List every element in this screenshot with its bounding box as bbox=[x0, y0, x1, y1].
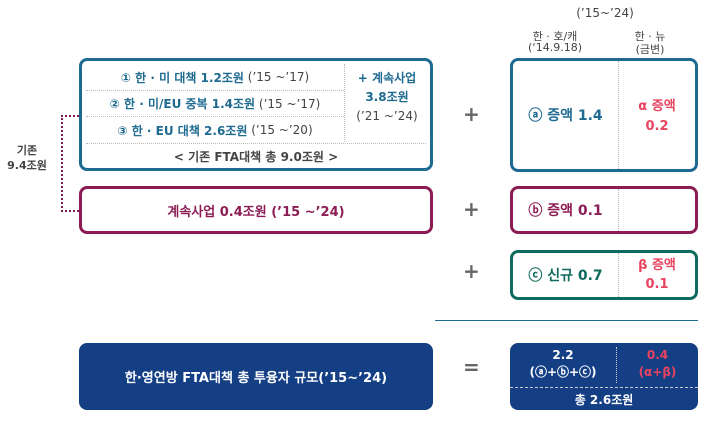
measure-item: ① 한 · 미 대책 1.2조원 (’15 ~’17) bbox=[86, 64, 344, 91]
sum-line bbox=[435, 320, 698, 321]
increase-a: ⓐ 증액 1.4 bbox=[513, 61, 619, 169]
box-b: ⓑ 증액 0.1 bbox=[510, 186, 698, 234]
existing-total-value: 9.4조원 bbox=[7, 159, 47, 172]
measure-item: ③ 한 · EU 대책 2.6조원 (’15 ~’20) bbox=[117, 123, 313, 138]
plus-sign: + bbox=[463, 102, 480, 126]
existing-measures-box: ① 한 · 미 대책 1.2조원 (’15 ~’17) ② 한 · 미/EU 중… bbox=[79, 58, 433, 171]
increase-b: ⓑ 증액 0.1 bbox=[513, 189, 619, 231]
col2-sub: (금변) bbox=[635, 43, 665, 56]
measure-item: ② 한 · 미/EU 중복 1.4조원 (’15 ~’17) bbox=[86, 91, 344, 117]
equals-sign: = bbox=[463, 355, 480, 379]
total-alpha-beta: 0.4(α+β) bbox=[638, 348, 677, 379]
existing-total-label: 기존 bbox=[16, 144, 38, 157]
total-abc: 2.2(ⓐ+ⓑ+ⓒ) bbox=[510, 347, 617, 383]
total-investment-box: 한·영연방 FTA대책 총 투융자 규모(’15~’24) bbox=[79, 343, 433, 410]
continuing-box: 계속사업 0.4조원 (’15 ~’24) bbox=[79, 186, 433, 234]
existing-total: < 기존 FTA대책 총 9.0조원 > bbox=[86, 143, 426, 168]
bracket-connector bbox=[61, 115, 79, 212]
plus-sign: + bbox=[463, 197, 480, 221]
total-box: 2.2(ⓐ+ⓑ+ⓒ) 0.4(α+β) 총 2.6조원 bbox=[510, 343, 698, 410]
plus-sign: + bbox=[463, 259, 480, 283]
new-c: ⓒ 신규 0.7 bbox=[513, 253, 619, 297]
col1-header: 한 · 호/캐 bbox=[532, 30, 578, 43]
total-sum: 총 2.6조원 bbox=[510, 387, 698, 410]
col1-sub: (‘14.9.18) bbox=[527, 41, 583, 54]
continuing-projects: + 계속사업 3.8조원 (’21 ~’24) bbox=[356, 71, 418, 123]
period-header: (’15~’24) bbox=[576, 6, 634, 20]
col2-header: 한 · 뉴 bbox=[634, 30, 666, 43]
